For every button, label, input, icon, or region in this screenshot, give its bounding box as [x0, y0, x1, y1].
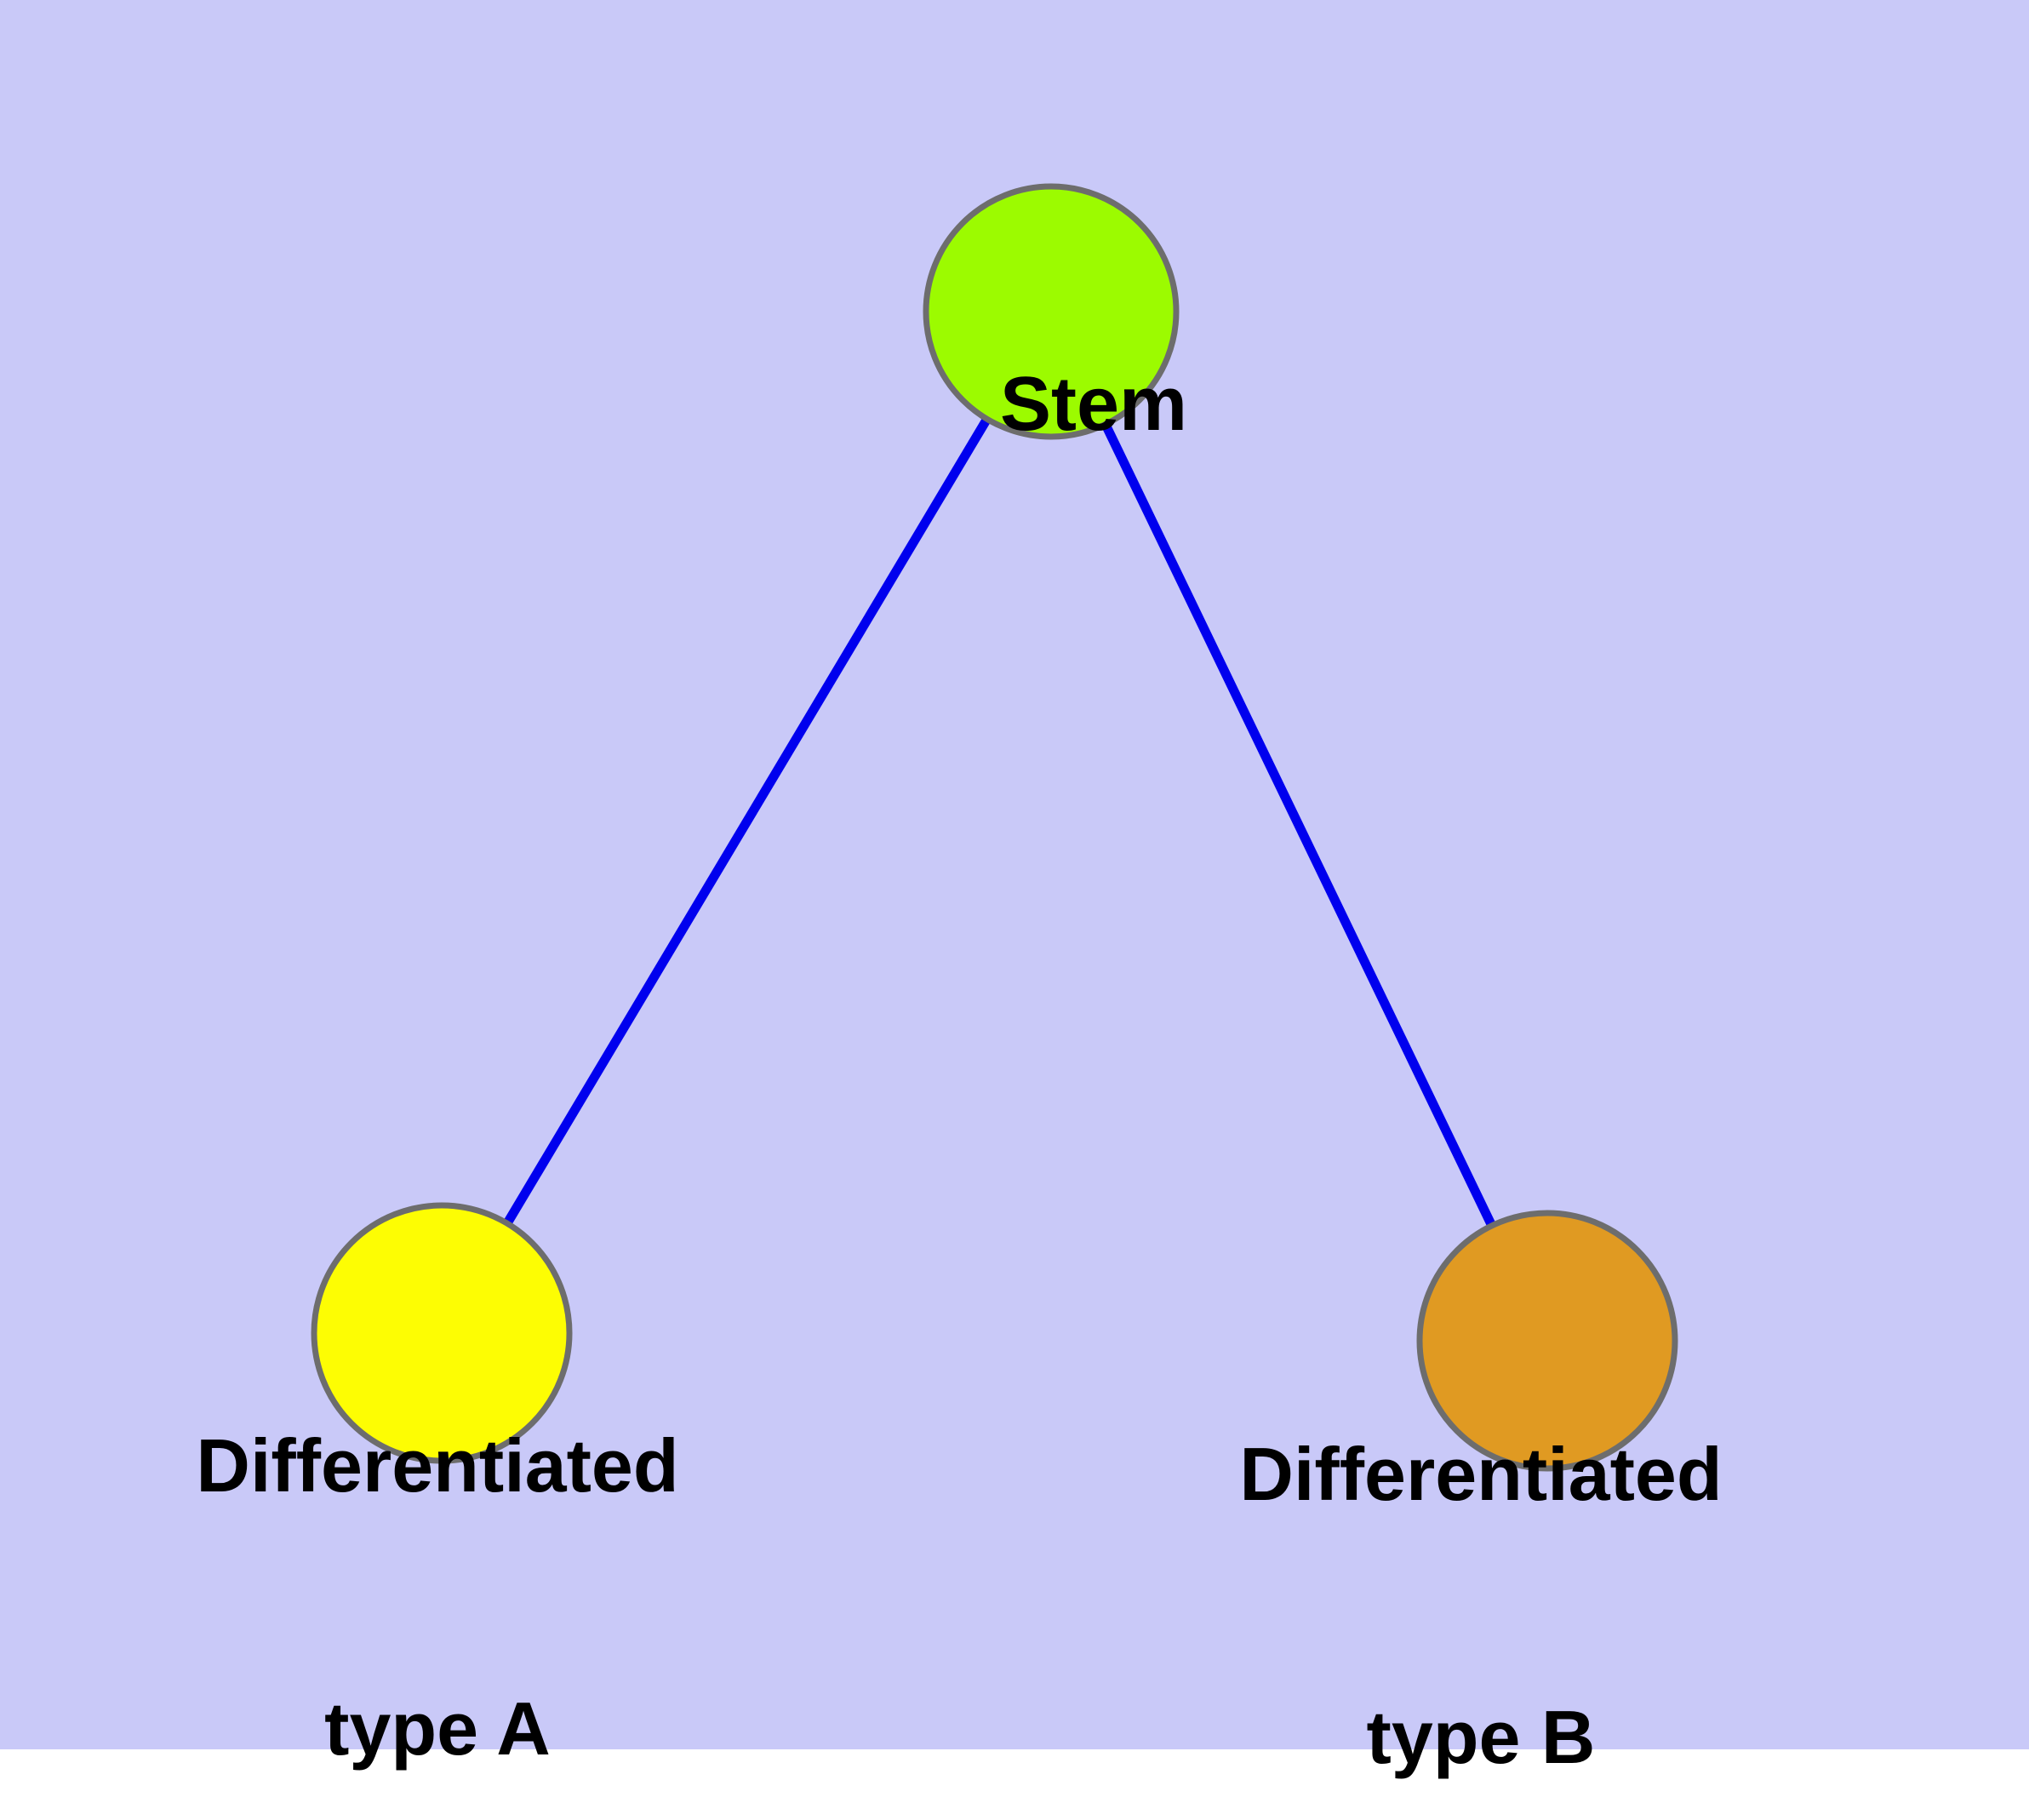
node-layer — [311, 183, 1678, 1472]
edge-stem-to-differentiated-type-a[interactable] — [437, 309, 1055, 1336]
edge-layer — [437, 309, 1552, 1343]
edge-stem-to-differentiated-type-b[interactable] — [1047, 309, 1552, 1343]
node-differentiated-type-a[interactable] — [311, 1202, 573, 1464]
node-differentiated-type-b[interactable] — [1416, 1210, 1678, 1472]
node-stem[interactable] — [923, 183, 1180, 440]
